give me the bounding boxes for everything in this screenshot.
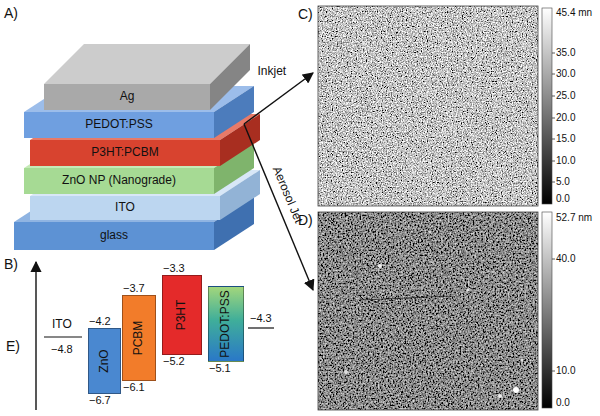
- process-label: Inkjet: [258, 65, 287, 79]
- axis-label: E): [6, 338, 20, 354]
- image-frame: [318, 6, 538, 206]
- layer-label: PEDOT:PSS: [85, 118, 152, 132]
- scale-value: 25.0: [556, 90, 575, 102]
- particle: [344, 370, 348, 374]
- scale-value: 52.7 nm: [556, 212, 592, 224]
- band-label: PEDOT:PSS: [219, 290, 233, 357]
- energy-band: PEDOT:PSS−5.1: [208, 286, 244, 362]
- scale-tick: [552, 161, 555, 162]
- layer-label: ZnO NP (Nanograde): [62, 174, 176, 188]
- energy-band: ZnO−4.2−6.7: [88, 328, 121, 394]
- surface-features: [332, 216, 524, 402]
- energy-band: P3HT−3.3−5.2: [162, 275, 202, 355]
- scale-tick: [552, 118, 555, 119]
- process-label: Aerosol Jet: [269, 165, 305, 226]
- process-arrow: [244, 73, 313, 124]
- particle: [520, 358, 523, 361]
- scratch-line: [420, 216, 472, 332]
- ag-side-face: [210, 44, 250, 110]
- energy-value: −3.3: [163, 262, 185, 275]
- device-stack: [14, 44, 260, 250]
- panel-letter: C): [298, 6, 313, 22]
- scale-value: 15.0: [556, 133, 575, 145]
- energy-band: PCBM−3.7−6.1: [122, 295, 156, 381]
- scale-tick: [552, 371, 555, 372]
- glass-top-face: [14, 196, 254, 222]
- band-label: P3HT: [175, 300, 189, 331]
- work-function-line: [44, 336, 82, 337]
- scale-tick: [552, 53, 555, 54]
- scale-value: 0.0: [556, 397, 570, 409]
- particle: [466, 288, 469, 291]
- layer-box: ITO: [30, 196, 220, 220]
- color-scale-bar: [542, 212, 552, 408]
- scratch-line: [360, 296, 452, 300]
- energy-value: −4.3: [250, 312, 272, 325]
- layer-label: P3HT:PCBM: [91, 146, 158, 160]
- scale-tick: [552, 74, 555, 75]
- particle: [513, 387, 519, 393]
- scale-ticks: [552, 53, 555, 182]
- work-function-line: [248, 327, 274, 328]
- layer-label: glass: [100, 229, 128, 243]
- scale-value: 0.0: [556, 193, 570, 205]
- energy-value: −4.8: [51, 343, 73, 356]
- energy-value: −3.7: [123, 282, 145, 295]
- scale-value: 10.0: [556, 155, 575, 167]
- scale-tick: [552, 259, 555, 260]
- energy-value: −6.1: [123, 381, 145, 394]
- scale-value: 5.0: [556, 176, 570, 188]
- band-label: PCBM: [132, 321, 146, 356]
- layer-label: Ag: [120, 90, 135, 104]
- color-scale-bar: [542, 8, 552, 204]
- scale-value: 40.0: [556, 253, 575, 265]
- panel-letter: A): [4, 5, 18, 21]
- layer-box: Ag: [44, 84, 210, 110]
- afm-image: [318, 212, 538, 410]
- layer-box: ZnO NP (Nanograde): [24, 168, 214, 194]
- process-arrow: [244, 124, 313, 290]
- scale-value: 20.0: [556, 112, 575, 124]
- scale-value: 30.0: [556, 68, 575, 80]
- scale-value: 45.4 mn: [556, 7, 592, 19]
- scale-tick: [552, 96, 555, 97]
- scale-ticks: [552, 259, 555, 371]
- layer-box: glass: [14, 222, 214, 250]
- scale-tick: [552, 182, 555, 183]
- scratch-line: [332, 238, 440, 402]
- scale-tick: [552, 139, 555, 140]
- layer-box: P3HT:PCBM: [30, 140, 220, 166]
- energy-value: −5.2: [163, 355, 185, 368]
- energy-axis: [35, 262, 36, 410]
- panel-letter: B): [4, 256, 18, 272]
- energy-value: −5.1: [209, 362, 231, 375]
- scale-value: 35.0: [556, 47, 575, 59]
- image-frame: [318, 212, 538, 410]
- particle: [429, 231, 432, 234]
- layer-box: PEDOT:PSS: [24, 112, 214, 138]
- energy-value: −6.7: [89, 394, 111, 407]
- electrode-label: ITO: [52, 318, 72, 332]
- band-label: ZnO: [98, 349, 112, 372]
- particle: [378, 264, 382, 268]
- layer-label: ITO: [115, 201, 135, 215]
- particle: [498, 394, 502, 398]
- energy-value: −4.2: [89, 315, 111, 328]
- afm-image: [318, 6, 538, 206]
- scale-value: 10.0: [556, 365, 575, 377]
